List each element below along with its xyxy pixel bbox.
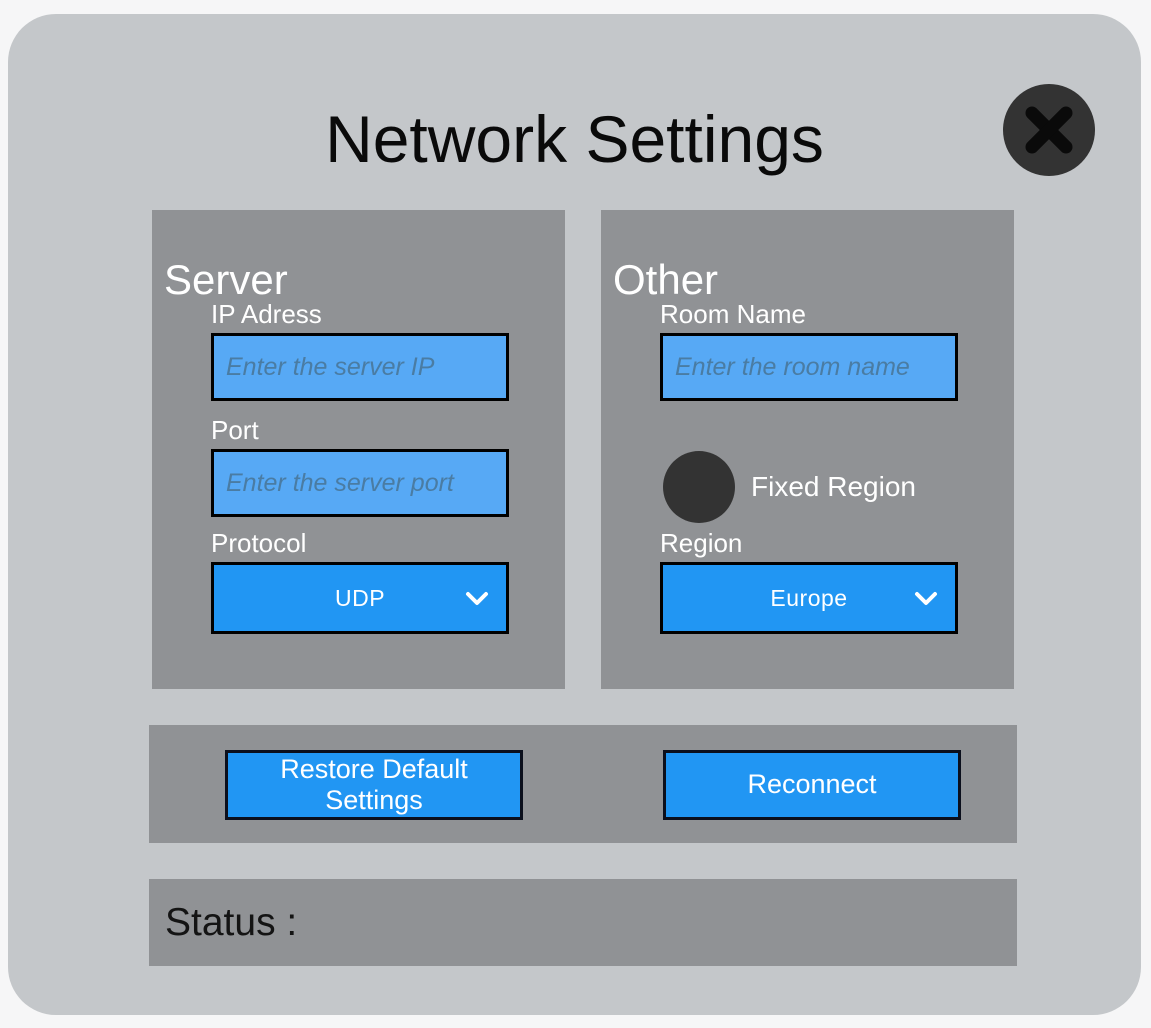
status-bar: Status : bbox=[149, 879, 1017, 966]
room-name-input[interactable] bbox=[660, 333, 958, 401]
protocol-field-group: Protocol UDP bbox=[211, 530, 509, 634]
other-panel-heading: Other bbox=[613, 255, 719, 303]
region-label: Region bbox=[660, 528, 743, 558]
other-panel: Other Room Name Fixed Region Region Euro… bbox=[601, 210, 1014, 689]
close-icon bbox=[1023, 104, 1075, 156]
protocol-selected-value: UDP bbox=[334, 584, 386, 611]
room-name-field-group: Room Name bbox=[660, 301, 958, 401]
port-label: Port bbox=[211, 415, 259, 445]
status-text: Status : bbox=[165, 900, 298, 944]
chevron-down-icon bbox=[913, 585, 939, 611]
room-name-label: Room Name bbox=[660, 299, 806, 329]
ip-address-label: IP Adress bbox=[211, 299, 322, 329]
fixed-region-toggle-group: Fixed Region bbox=[663, 451, 916, 523]
action-bar: Restore Default Settings Reconnect bbox=[149, 725, 1017, 843]
server-panel: Server IP Adress Port Protocol UDP bbox=[152, 210, 565, 689]
region-selected-value: Europe bbox=[770, 584, 848, 611]
ip-address-input[interactable] bbox=[211, 333, 509, 401]
reconnect-button[interactable]: Reconnect bbox=[663, 750, 961, 820]
port-input[interactable] bbox=[211, 449, 509, 517]
port-field-group: Port bbox=[211, 417, 509, 517]
region-dropdown[interactable]: Europe bbox=[660, 562, 958, 634]
protocol-dropdown[interactable]: UDP bbox=[211, 562, 509, 634]
chevron-down-icon bbox=[464, 585, 490, 611]
fixed-region-toggle[interactable] bbox=[663, 451, 735, 523]
region-field-group: Region Europe bbox=[660, 530, 958, 634]
protocol-label: Protocol bbox=[211, 528, 307, 558]
ip-address-field-group: IP Adress bbox=[211, 301, 509, 401]
server-panel-heading: Server bbox=[164, 255, 288, 303]
page-title: Network Settings bbox=[325, 102, 824, 177]
restore-default-settings-button[interactable]: Restore Default Settings bbox=[225, 750, 523, 820]
fixed-region-label: Fixed Region bbox=[751, 471, 916, 502]
close-button[interactable] bbox=[1003, 84, 1095, 176]
network-settings-dialog: Network Settings Server IP Adress Port P… bbox=[8, 14, 1141, 1015]
